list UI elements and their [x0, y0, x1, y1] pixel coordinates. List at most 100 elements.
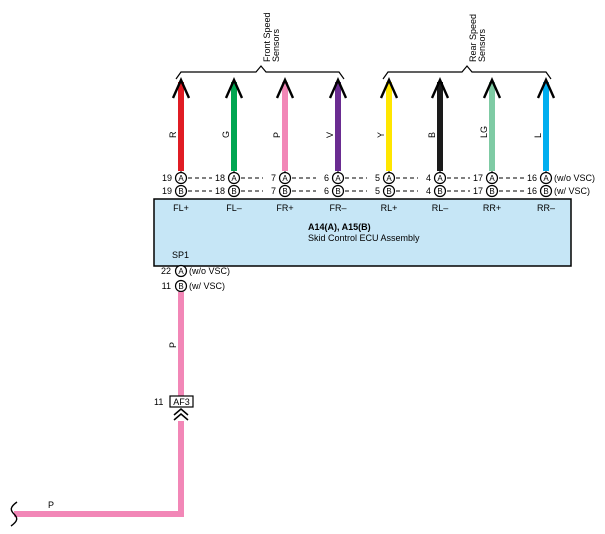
connector-a-circle	[227, 171, 241, 185]
connector-b-letter: B	[231, 187, 236, 196]
pin-b-number: 17	[473, 186, 483, 196]
rear-sensors-label-line2: Sensors	[477, 28, 487, 62]
af3-chevron-icon	[173, 408, 189, 421]
connector-b-circle	[278, 184, 292, 198]
connector-b-letter: B	[282, 187, 287, 196]
front-sensors-brace	[175, 65, 345, 80]
connector-b-circle	[331, 184, 345, 198]
output-connector-b-letter: B	[178, 282, 183, 291]
pin-b-number: 19	[162, 186, 172, 196]
terminal-label: RR–	[537, 203, 555, 213]
af3-pin-number: 11	[154, 397, 163, 407]
rear-sensors-brace	[382, 65, 552, 80]
wire-color-code: V	[325, 132, 335, 138]
connector-b-circle	[433, 184, 447, 198]
connector-a-letter: A	[543, 174, 549, 183]
output-wire-code: P	[168, 342, 178, 348]
connector-b-letter: B	[178, 187, 183, 196]
terminal-label: FL+	[173, 203, 189, 213]
output-pin-a: 22	[161, 266, 171, 276]
connector-b-letter: B	[386, 187, 391, 196]
connector-b-circle	[174, 184, 188, 198]
ecu-terminals: FL+ FL– FR+ FR– RL+ RL– RR+ RR–	[173, 203, 555, 213]
wire-color-code: G	[221, 131, 231, 138]
output-note-a: (w/o VSC)	[189, 266, 230, 276]
wire-arrow-icon	[536, 77, 556, 99]
terminal-label: RR+	[483, 203, 501, 213]
connector-a-circle	[433, 171, 447, 185]
connector-a-circle	[485, 171, 499, 185]
pin-a-number: 16	[527, 173, 537, 183]
connector-a-letter: A	[231, 174, 237, 183]
wire-break-icon	[10, 501, 18, 527]
pin-a-number: 7	[271, 173, 276, 183]
bottom-wire-code: P	[48, 500, 54, 510]
wire-arrow-icon	[171, 77, 191, 99]
wire-color-code: L	[533, 133, 543, 138]
connector-b-letter: B	[335, 187, 340, 196]
wire-arrow-icon	[224, 77, 244, 99]
front-sensors-label-line2: Sensors	[271, 28, 281, 62]
output-wire-lower	[14, 421, 184, 517]
pin-a-number: 18	[215, 173, 225, 183]
af3-connector-name: AF3	[173, 397, 190, 407]
pin-a-number: 19	[162, 173, 172, 183]
connector-a-letter: A	[335, 174, 341, 183]
connector-b-letter: B	[437, 187, 442, 196]
variant-note-b: (w/ VSC)	[554, 186, 590, 196]
terminal-label: RL–	[432, 203, 449, 213]
output-note-b: (w/ VSC)	[189, 281, 225, 291]
pin-a-number: 6	[324, 173, 329, 183]
connector-a-circle	[539, 171, 553, 185]
connector-a-letter: A	[386, 174, 392, 183]
wire-arrow-icon	[430, 77, 450, 99]
connector-b-circle	[227, 184, 241, 198]
terminal-label: FL–	[226, 203, 242, 213]
connector-a-circle	[278, 171, 292, 185]
output-connector-a-letter: A	[178, 267, 184, 276]
wire-color-code: P	[272, 132, 282, 138]
terminal-label: FR+	[276, 203, 293, 213]
connector-b-circle	[382, 184, 396, 198]
connector-a-circle	[382, 171, 396, 185]
output-connector-a-circle	[174, 264, 188, 278]
connector-a-letter: A	[489, 174, 495, 183]
pin-b-number: 5	[375, 186, 380, 196]
sensor-wires: RA19B19GA18B18PA7B7VA6B6YA5B5BA4B4LGA17B…	[162, 77, 595, 198]
connector-b-circle	[485, 184, 499, 198]
pin-a-number: 17	[473, 173, 483, 183]
connector-b-letter: B	[543, 187, 548, 196]
connector-b-circle	[539, 184, 553, 198]
variant-note-a: (w/o VSC)	[554, 173, 595, 183]
wire-arrow-icon	[328, 77, 348, 99]
pin-b-number: 7	[271, 186, 276, 196]
pin-a-number: 5	[375, 173, 380, 183]
pin-b-number: 16	[527, 186, 537, 196]
connector-a-circle	[174, 171, 188, 185]
connector-a-letter: A	[178, 174, 184, 183]
output-circuit: 22 A (w/o VSC) 11 B (w/ VSC) P 11 AF3 P	[10, 264, 230, 527]
wire-color-code: LG	[479, 126, 489, 138]
splice-label: SP1	[172, 250, 189, 260]
connector-a-circle	[331, 171, 345, 185]
connector-a-letter: A	[437, 174, 443, 183]
skid-control-ecu-box	[153, 198, 572, 267]
wire-arrow-icon	[275, 77, 295, 99]
rear-sensors-label-line1: Rear Speed	[468, 14, 478, 62]
wire-color-code: R	[168, 131, 178, 138]
pin-b-number: 6	[324, 186, 329, 196]
wire-arrow-icon	[379, 77, 399, 99]
output-pin-b: 11	[162, 281, 171, 291]
wire-arrow-icon	[482, 77, 502, 99]
terminal-label: FR–	[329, 203, 346, 213]
pin-a-number: 4	[426, 173, 431, 183]
wire-color-code: B	[427, 132, 437, 138]
connector-a-letter: A	[282, 174, 288, 183]
output-connector-b-circle	[174, 279, 188, 293]
pin-b-number: 4	[426, 186, 431, 196]
terminal-label: RL+	[381, 203, 398, 213]
connector-b-letter: B	[489, 187, 494, 196]
front-sensors-label-line1: Front Speed	[262, 12, 272, 62]
wire-color-code: Y	[376, 132, 386, 138]
